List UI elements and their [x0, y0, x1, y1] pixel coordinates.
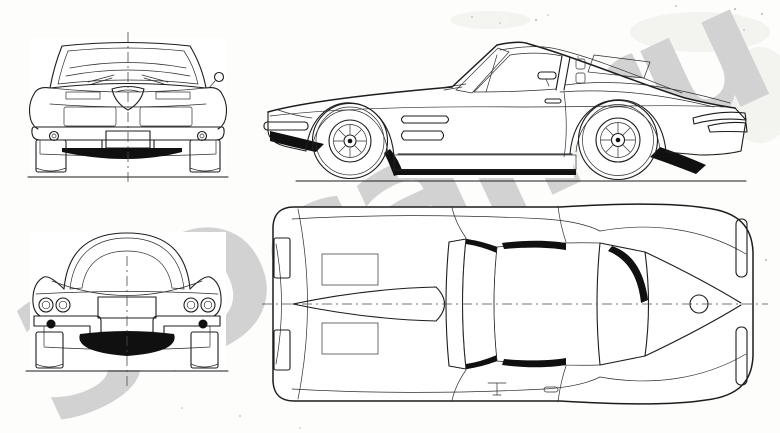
- front-windshield-glass: [57, 47, 199, 85]
- front-headlight-door-right: [139, 106, 193, 127]
- side-door-handle: [544, 98, 562, 104]
- front-view: [27, 32, 229, 183]
- side-fender-vents: [400, 115, 450, 141]
- side-front-wheel-spokes: [333, 124, 367, 158]
- front-wheel-left: [35, 139, 67, 173]
- side-view: [263, 41, 748, 182]
- front-wheel-right: [189, 139, 221, 173]
- side-body-knockout: [268, 42, 746, 178]
- side-headlight-seam: [277, 109, 313, 119]
- side-roofline: [451, 41, 736, 109]
- side-body-crease: [269, 105, 725, 117]
- side-vent-window-divider: [485, 54, 498, 93]
- side-rear-wheel-spokes: [600, 122, 636, 158]
- front-cowl-vent-left: [65, 91, 101, 100]
- side-rocker-shadow: [394, 169, 576, 175]
- top-hood-vent-right: [321, 322, 379, 355]
- top-rear-corner-left: [735, 218, 748, 278]
- top-apillar-shadow-bottom: [466, 355, 497, 369]
- front-antenna-base: [208, 71, 225, 89]
- top-view: [262, 203, 768, 405]
- top-hood-vent-left: [321, 253, 379, 286]
- front-fender-left: [28, 87, 51, 130]
- side-rear-arch: [569, 99, 667, 155]
- top-front-corner-left: [273, 237, 291, 279]
- rear-exhaust-left: [46, 319, 56, 329]
- top-front-corner-right: [273, 329, 291, 371]
- side-nose: [267, 111, 307, 152]
- top-shoulder-line-bottom: [291, 376, 601, 393]
- side-windshield: [455, 47, 510, 94]
- rear-wheel-left: [35, 331, 64, 369]
- top-body-knockout: [273, 204, 753, 404]
- top-deck-contour-top: [599, 226, 747, 255]
- side-shoulder-line-1: [564, 82, 731, 104]
- rear-window-glass: [69, 237, 185, 290]
- rear-wheel-right: [190, 331, 219, 369]
- side-rocker-sill: [393, 154, 577, 171]
- top-side-glass-top: [502, 240, 566, 250]
- front-cowl-vent-right: [155, 91, 191, 100]
- side-front-bumper: [263, 121, 309, 131]
- top-apillar-shadow-top: [466, 239, 497, 253]
- top-split-window-shadow: [608, 246, 648, 303]
- side-front-wheel: [311, 102, 389, 180]
- side-sail-vent-lower: [575, 72, 586, 84]
- front-glass-reflections: [65, 62, 191, 77]
- top-door-lock: [487, 382, 507, 396]
- front-cowl-line: [49, 87, 207, 93]
- top-door-handle: [543, 386, 559, 393]
- top-door-seams: [451, 205, 567, 403]
- rear-deck-dip: [51, 280, 203, 296]
- top-rear-corner-right: [735, 326, 748, 386]
- side-shoulder-line-2: [559, 90, 715, 108]
- side-nose-shadow: [270, 131, 324, 152]
- side-tail: [665, 107, 747, 156]
- front-headlight-door-left: [63, 106, 117, 127]
- top-boattail-lines: [644, 251, 742, 357]
- side-rear-bumperette: [707, 121, 748, 133]
- rear-taillights: [38, 297, 216, 313]
- rear-exhaust-right: [198, 319, 208, 329]
- side-quarter-window: [587, 54, 651, 79]
- side-rearwheel-shadow: [650, 147, 706, 174]
- top-body-outline: [272, 203, 754, 405]
- side-b-pillar: [555, 55, 571, 91]
- side-rear-bumper-blade: [692, 111, 747, 125]
- top-nose-inner-line: [275, 243, 282, 365]
- side-sail-vent-upper: [575, 58, 586, 70]
- front-fender-right: [205, 87, 228, 130]
- rear-roof-arc: [63, 232, 191, 290]
- top-deck-contour-bottom: [599, 353, 747, 382]
- rear-fender-left: [32, 276, 65, 317]
- front-under-shadow: [62, 148, 182, 159]
- front-wipers: [87, 74, 169, 85]
- side-rear-wheel: [577, 99, 659, 181]
- side-roof-inner: [499, 46, 683, 94]
- side-hood-line: [267, 86, 453, 113]
- top-side-glass-bottom: [502, 358, 566, 368]
- rear-fender-right: [189, 276, 222, 317]
- side-door-seam: [563, 91, 567, 158]
- top-shoulder-line-top: [291, 215, 601, 232]
- top-rear-window: [596, 242, 650, 366]
- side-mirror: [537, 71, 557, 87]
- rear-view: [25, 232, 229, 387]
- side-wiper: [439, 83, 467, 91]
